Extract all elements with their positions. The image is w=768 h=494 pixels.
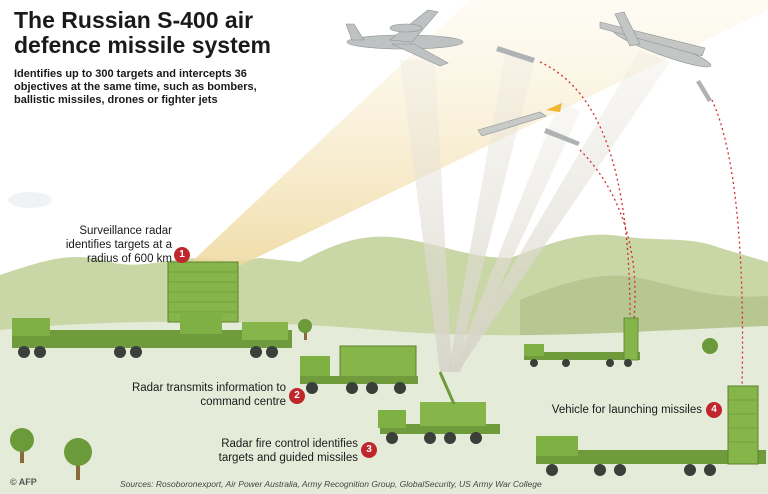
afp-credit: © AFP [10,477,37,487]
missile-launcher-vehicle-icon [536,385,766,476]
sources-note: Sources: Rosoboronexport, Air Power Aust… [120,479,542,489]
page-title: The Russian S-400 air defence missile sy… [14,7,271,58]
step-2-badge: 2 [289,388,305,404]
ballistic-missile-icon-2 [544,128,580,146]
page-subtitle: Identifies up to 300 targets and interce… [14,68,257,106]
step-2-label: Radar transmits information to command c… [131,382,286,408]
drone-aircraft-icon [599,11,712,68]
cloud [8,192,52,208]
tree-icon-2 [64,438,92,480]
surveillance-radar-vehicle-icon [12,261,292,358]
step-1-badge: 1 [174,247,190,263]
missile-trail-2 [579,149,636,319]
radar-beam-fire-control-2 [448,55,535,372]
tree-icon-3 [298,319,312,340]
cruise-missile-icon [477,103,562,137]
ballistic-missile-icon-3 [696,80,712,102]
radar-beam-fire-control-4 [450,50,670,372]
radar-beam-surveillance [185,0,768,268]
ballistic-missile-icon-1 [496,46,535,63]
radar-beam-fire-control-3 [452,100,580,372]
step-4-badge: 4 [706,402,722,418]
step-4-label: Vehicle for launching missiles [551,404,702,416]
tree-icon-4 [702,338,718,354]
missile-trail-1 [539,61,631,319]
fire-control-radar-vehicle-icon [378,371,500,444]
step-3-badge: 3 [361,442,377,458]
step-1-label: Surveillance radar identifies targets at… [65,225,172,265]
command-centre-vehicle-icon [300,345,418,394]
distant-launcher-vehicle-icon [524,317,640,367]
radar-beam-fire-control-1 [400,60,452,372]
step-3-label: Radar fire control identifies targets an… [218,438,358,464]
awacs-aircraft-icon [345,9,464,67]
tree-icon-1 [10,428,34,463]
